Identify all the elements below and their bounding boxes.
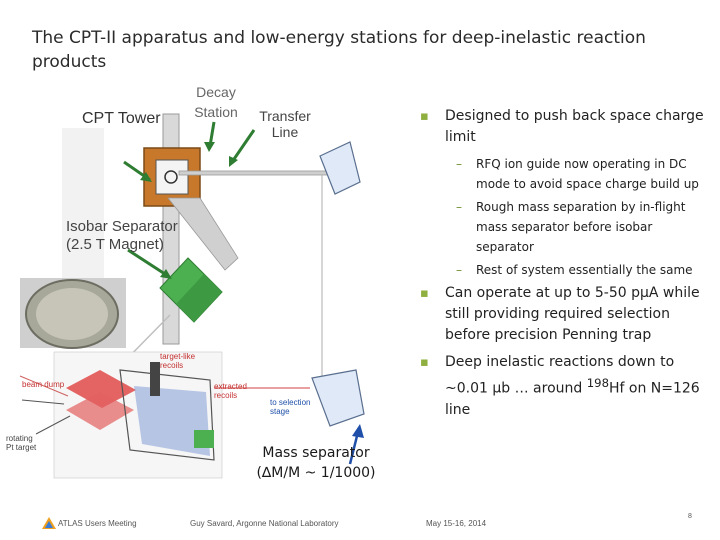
extracted-line2: recoils [214,391,238,400]
decay-arrow-head [204,142,215,152]
isobar-line1: Isobar Separator [66,218,178,235]
cpt-trap-ring [164,170,178,184]
sub-bullet-3-text: Rest of system essentially the same [476,263,693,277]
footer-author: Guy Savard, Argonne National Laboratory [190,519,339,528]
bullet-2: ▪ Can operate at up to 5-50 pμA while st… [420,283,710,346]
target-line [35,415,71,435]
mass-separator-line2: (∆M/M ~ 1/1000) [256,465,376,481]
dash-bullet-icon: – [456,200,462,214]
transfer-arrow [230,129,256,163]
separator-exit-magnet [194,430,214,448]
to-selection-line1: to selection [270,398,311,407]
tower-arrow-head [140,172,152,182]
decay-station-line1: Decay [196,84,236,100]
sub-bullet-1: – RFQ ion guide now operating in DC mode… [420,154,710,194]
bullet-3-superscript: 198 [586,376,609,390]
cpt-tower-label: CPT Tower [82,110,161,127]
decay-station-line2: Station [194,104,238,120]
diagonal-channel [167,197,239,271]
sub-bullet-3: – Rest of system essentially the same [420,260,710,280]
bullet-list: ▪ Designed to push back space charge lim… [420,106,710,427]
rotating-line1: rotating [6,434,33,443]
sub-bullet-2-text: Rough mass separation by in-flight mass … [476,200,686,254]
bullet-1-text: Designed to push back space charge limit [445,108,704,145]
decay-station-label: Decay Station [188,82,244,122]
target-like-line2: recoils [160,361,184,370]
apparatus-diagram: CPT Tower Decay Station Transfer Line Is… [0,70,420,510]
footer-date: May 15-16, 2014 [426,519,487,528]
transfer-line-horizontal [178,170,330,176]
target-like-label: target-like recoils [160,352,195,370]
slit-block [150,362,160,396]
transfer-line-line2: Line [271,124,299,140]
separator-blue-region [134,386,210,456]
bullet-3: ▪ Deep inelastic reactions down to ~0.01… [420,352,710,421]
bullet-1: ▪ Designed to push back space charge lim… [420,106,710,148]
isobar-arrow [127,248,169,278]
dash-bullet-icon: – [456,157,462,171]
rotating-target-label: rotating Pt target [6,434,36,452]
dipole-red-1 [66,370,136,408]
bullet-2-text: Can operate at up to 5-50 pμA while stil… [445,285,700,343]
dipole-red-2 [66,392,134,430]
sub-bullet-2: – Rough mass separation by in-flight mas… [420,197,710,257]
sub-bullet-1-text: RFQ ion guide now operating in DC mode t… [476,157,699,191]
to-selection-label: to selection stage [270,398,310,416]
square-bullet-icon: ▪ [420,109,429,124]
bullet-3-text-before: Deep inelastic reactions down to ~0.01 μ… [445,354,675,397]
separator-path [119,369,215,461]
rotating-line2: Pt target [6,443,37,452]
slide-title: The CPT-II apparatus and low-energy stat… [32,28,646,72]
isobar-line2: (2.5 T Magnet) [66,236,164,253]
tower-photo-region [62,128,104,278]
transfer-arrow-head [229,156,238,167]
transfer-line-line1: Transfer [259,108,311,124]
apparatus-drawing [19,113,365,479]
isobar-arrow-head [160,269,172,279]
target-like-line1: target-like [160,352,196,361]
bullet-3-text-after: Hf on N=126 line [445,380,700,418]
transfer-line-label: Transfer Line [255,108,315,140]
atlas-logo-icon [42,517,56,529]
mass-sep-arrow [348,431,360,465]
mass-separator-line1: Mass separator [262,445,370,461]
square-bullet-icon: ▪ [420,286,429,301]
footer-meeting: ATLAS Users Meeting [58,519,137,528]
to-selection-line2: stage [270,407,290,416]
mass-sep-arrow-head [352,424,364,438]
isobar-magnet-shade [176,274,222,322]
beam-dump-label: beam dump [22,380,65,389]
lower-bend-element [311,369,365,427]
rfq-photo-inner [36,288,108,340]
extracted-recoils-label: extracted recoils [214,382,247,400]
square-bullet-icon: ▪ [420,355,429,370]
cpt-trap-inner [155,159,189,195]
cpt-trap-box [143,147,201,207]
page-number: 8 [688,513,692,520]
dash-bullet-icon: – [456,263,462,277]
beam-line-in [21,399,65,405]
upper-bend-element [319,141,361,195]
extracted-line1: extracted [214,382,247,391]
isobar-separator-label: Isobar Separator (2.5 T Magnet) [66,218,178,254]
beam-dump-line [19,375,69,397]
mass-separator-caption: Mass separator (∆M/M ~ 1/1000) [246,443,386,483]
